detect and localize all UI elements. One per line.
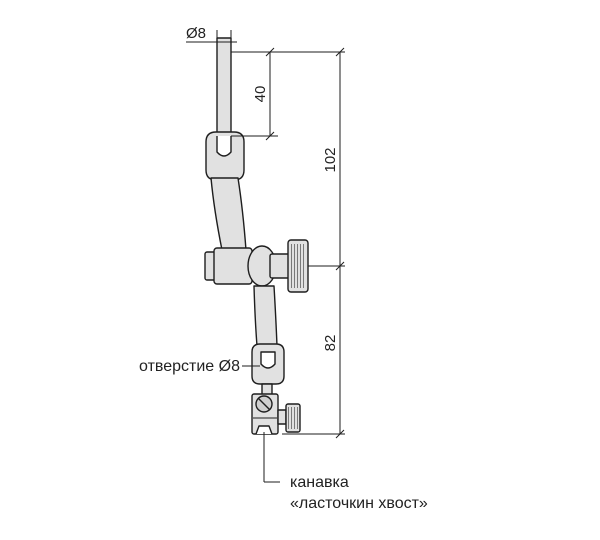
lower-clamp-hole — [260, 351, 276, 369]
lower-arm — [253, 285, 278, 347]
upper-length-label: 102 — [322, 147, 339, 172]
articulated-arm — [204, 37, 309, 435]
lower-length-label: 82 — [322, 335, 339, 352]
upper-clamp-slot — [216, 136, 232, 157]
clamp-knob — [287, 239, 309, 293]
holder-knob-neck — [277, 409, 287, 425]
rod — [216, 37, 232, 141]
center-joint-neck — [269, 253, 291, 279]
rod-diameter-label: Ø8 — [186, 25, 206, 42]
upper-arm — [210, 177, 247, 251]
hole-callout-label: отверстие Ø8 — [139, 358, 240, 375]
rod-length-label: 40 — [252, 86, 269, 103]
center-joint-body — [213, 247, 253, 285]
holder-knob — [285, 403, 301, 433]
groove-callout-label-2: «ласточкин хвост» — [290, 495, 428, 512]
dimension-lines — [186, 30, 345, 483]
dovetail-groove — [255, 425, 273, 435]
groove-callout-label: канавка — [290, 474, 349, 491]
